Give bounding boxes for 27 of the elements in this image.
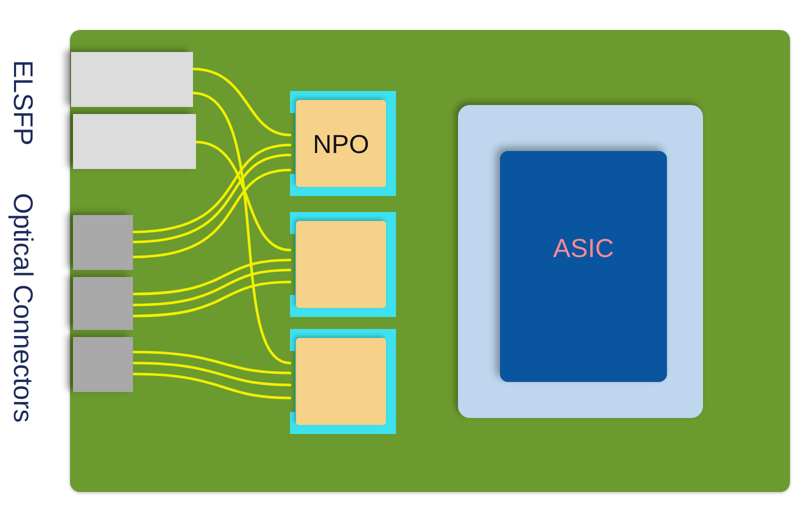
npo-module xyxy=(290,91,396,196)
fiber-line xyxy=(132,372,292,400)
side-label: Optical Connectors xyxy=(8,193,38,423)
fiber-line xyxy=(132,258,292,296)
elsfp-module xyxy=(73,114,196,169)
npo-module xyxy=(290,212,396,317)
fiber-line xyxy=(192,68,292,136)
fiber-line xyxy=(132,168,292,258)
side-label: ELSFP xyxy=(8,60,38,146)
fiber-line xyxy=(132,154,292,244)
optical-connector xyxy=(73,215,133,270)
fiber-line xyxy=(132,362,292,386)
fiber-line xyxy=(132,144,292,234)
fiber-line xyxy=(192,92,292,364)
optical-connector xyxy=(73,277,133,330)
optical-connector xyxy=(73,337,133,392)
package-substrate xyxy=(458,105,703,418)
elsfp-module xyxy=(71,52,193,107)
circuit-board xyxy=(70,30,790,492)
npo-label: NPO xyxy=(312,128,370,158)
fiber-line xyxy=(132,350,292,374)
fiber-line xyxy=(194,140,292,252)
asic-label: ASIC xyxy=(553,233,614,263)
fiber-line xyxy=(132,268,292,306)
fiber-line xyxy=(132,280,292,318)
npo-module xyxy=(290,329,396,434)
asic-chip xyxy=(500,151,667,382)
